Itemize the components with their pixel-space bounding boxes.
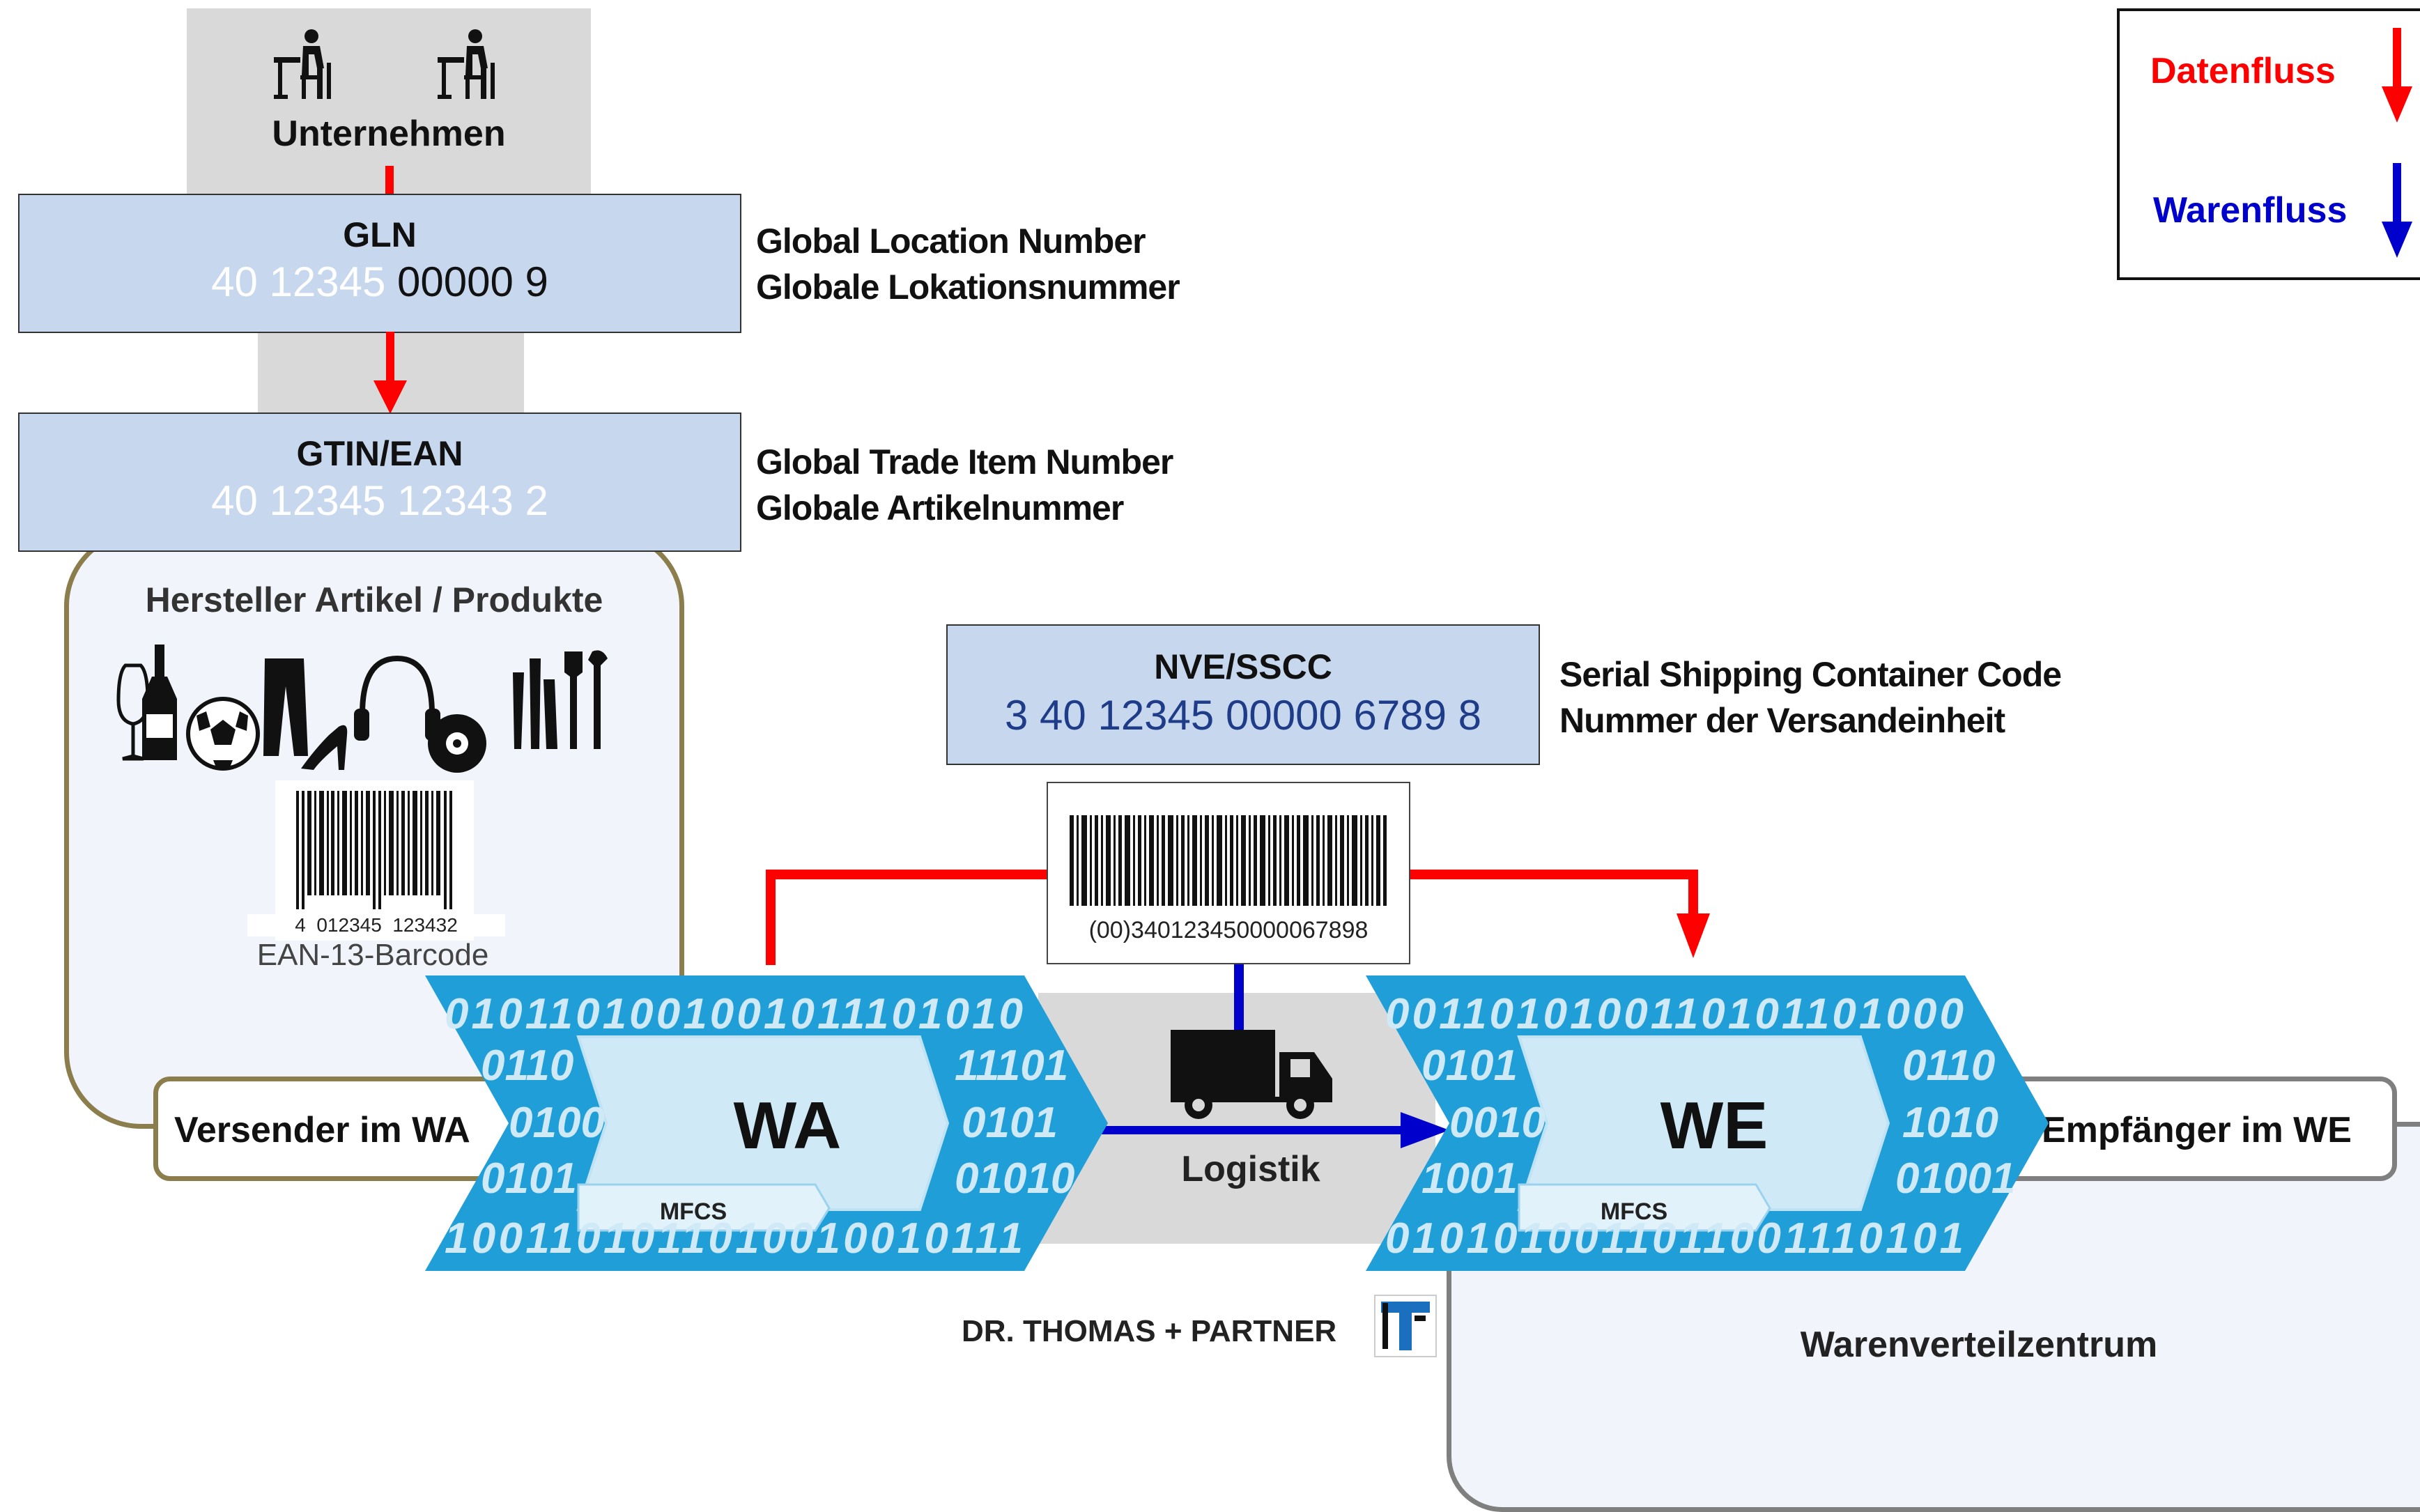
gtin-title: GTIN/EAN: [296, 434, 463, 473]
sender-box: [153, 1077, 516, 1181]
we-binary-pattern: 0011010100110101101000 0101 0110 0010 10…: [1385, 990, 2015, 1263]
logistics-label: Logistik: [1181, 1149, 1320, 1189]
legend-box: [2117, 8, 2420, 280]
we-binary-top: 0011010100110101101000: [1385, 990, 1964, 1038]
gtin-number: 40 12345 12343 2: [211, 477, 548, 524]
logo-t-icon: [1381, 1302, 1430, 1350]
wa-binary-mid1-right: 11101: [955, 1042, 1068, 1090]
gln-title: GLN: [343, 215, 417, 254]
sender-label: Versender im WA: [174, 1110, 470, 1150]
wa-binary-bottom: 1001101011010010010111: [445, 1214, 1023, 1263]
we-binary-bottom: 0101010011011001110101: [1385, 1214, 1964, 1263]
sscc-barcode-text: (00)340123450000067898: [1088, 917, 1369, 943]
wa-binary-mid3-right: 01010: [955, 1155, 1074, 1203]
legend-data-flow-label: Datenfluss: [2150, 51, 2336, 91]
wa-chevron: [425, 975, 1108, 1271]
we-binary-mid2: 0010: [1449, 1099, 1546, 1147]
company-logo: [1374, 1295, 1437, 1357]
we-binary-mid2-right: 1010: [1902, 1099, 1998, 1147]
sscc-box: NVE/SSCC 3 40 12345 00000 6789 8: [946, 624, 1540, 765]
high-heel-icon: [301, 725, 348, 770]
product-icons: [116, 645, 608, 773]
wa-binary-pattern: 0101101001001011101010 0110 11101 0100 0…: [445, 990, 1074, 1263]
sscc-desc-en: Serial Shipping Container Code: [1559, 655, 2062, 694]
gln-desc-de: Globale Lokationsnummer: [756, 268, 1180, 307]
trousers-icon: [263, 658, 308, 756]
we-binary-mid1: 0101: [1421, 1042, 1518, 1090]
legend-red-arrow-icon: [2382, 28, 2412, 123]
we-binary-mid3-right: 01001: [1895, 1155, 2015, 1203]
ean-barcode-digits: 4 012345 123432: [247, 914, 505, 936]
we-mfcs-label: MFCS: [1601, 1198, 1667, 1225]
soccer-ball-icon: [186, 697, 260, 771]
receiver-box: [1979, 1077, 2397, 1181]
wa-binary-mid3: 0101: [481, 1155, 577, 1203]
sscc-description: Serial Shipping Container Code Nummer de…: [1559, 651, 2062, 743]
gln-box: GLN 40 12345 00000 9: [18, 194, 741, 333]
distribution-label: Warenverteilzentrum: [1800, 1325, 2158, 1365]
goods-flow-arrow: [1101, 1112, 1449, 1148]
tools-icon: [513, 650, 608, 749]
data-flow-arrow: [373, 332, 407, 414]
gln-number-part1: 40 12345: [211, 259, 386, 305]
wa-mfcs-label: MFCS: [660, 1198, 727, 1225]
sscc-barcode: [1070, 815, 1387, 906]
disc-icon: [428, 714, 486, 773]
gtin-desc-en: Global Trade Item Number: [756, 442, 1173, 481]
wa-binary-mid1: 0110: [481, 1042, 573, 1090]
gln-desc-en: Global Location Number: [756, 222, 1146, 261]
truck-icon: [1171, 1030, 1332, 1119]
legend-goods-flow-label: Warenfluss: [2153, 190, 2348, 231]
gtin-desc-de: Globale Artikelnummer: [756, 488, 1124, 527]
company-label: Unternehmen: [272, 114, 506, 154]
receiver-label: Empfänger im WE: [2042, 1110, 2352, 1150]
gtin-box: GTIN/EAN 40 12345 12343 2: [18, 412, 741, 552]
ean-barcode-label: EAN-13-Barcode: [256, 938, 489, 972]
we-binary-mid1-right: 0110: [1902, 1042, 1995, 1090]
gln-connector-arrow: [385, 166, 394, 194]
we-chevron: [1366, 975, 2049, 1271]
bottle-icon: [142, 645, 177, 760]
legend-blue-arrow-icon: [2382, 163, 2412, 258]
wa-label: WA: [734, 1088, 842, 1163]
sscc-number: 3 40 12345 00000 6789 8: [1005, 692, 1481, 739]
products-title: Hersteller Artikel / Produkte: [145, 580, 603, 619]
ean-barcode: [296, 791, 452, 909]
wa-binary-mid2-right: 0101: [962, 1099, 1058, 1147]
we-label: WE: [1660, 1088, 1768, 1163]
gln-description: Global Location Number Globale Lokations…: [756, 218, 1180, 310]
office-worker-icon: [438, 29, 495, 99]
sscc-title: NVE/SSCC: [1154, 647, 1332, 686]
headphones-icon: [354, 655, 440, 741]
gln-number: 40 12345 00000 9: [20, 258, 740, 306]
wa-binary-top: 0101101001001011101010: [445, 990, 1023, 1038]
we-binary-mid3: 1001: [1421, 1155, 1518, 1203]
gln-number-part2: 00000 9: [397, 259, 548, 305]
goods-flow-connector: [1234, 964, 1244, 1030]
credit-text: DR. THOMAS + PARTNER: [962, 1314, 1337, 1348]
gtin-description: Global Trade Item Number Globale Artikel…: [756, 439, 1173, 531]
wa-binary-mid2: 0100: [509, 1099, 605, 1147]
company-background: [187, 8, 591, 196]
office-worker-icon: [274, 29, 331, 99]
sscc-desc-de: Nummer der Versandeinheit: [1559, 701, 2005, 740]
